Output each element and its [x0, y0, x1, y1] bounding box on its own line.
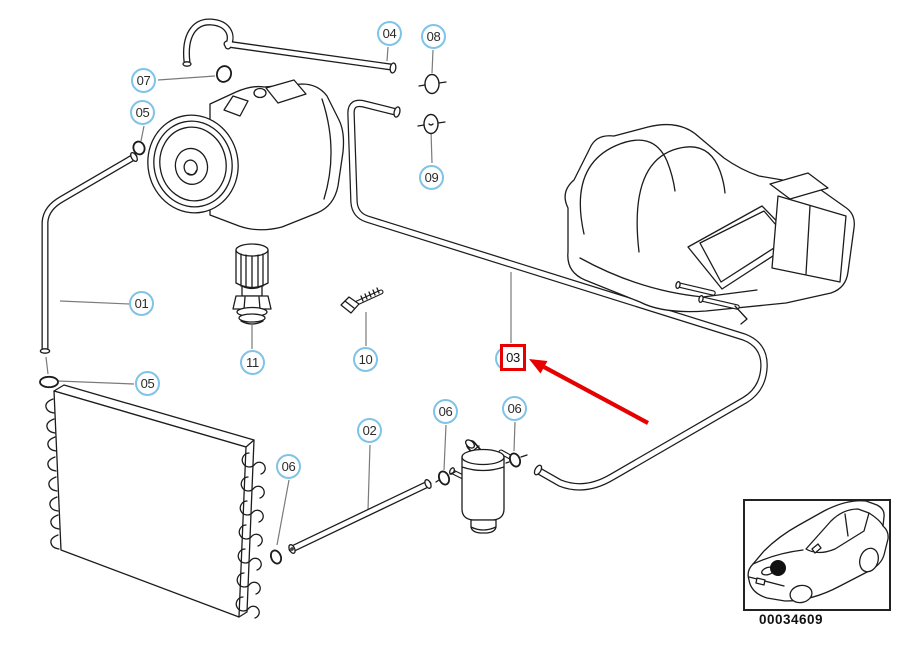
- pipe-part02: [288, 479, 432, 554]
- condenser: [45, 384, 266, 619]
- highlight-arrow: [529, 359, 649, 425]
- callout-05-lower[interactable]: 05: [135, 371, 160, 396]
- bolt-part10: [340, 287, 384, 314]
- car-location-thumbnail: [743, 499, 891, 611]
- receiver-drier: [449, 439, 515, 534]
- callout-07[interactable]: 07: [131, 68, 156, 93]
- hose-part03-highlighted-part: [347, 99, 768, 491]
- diagram-code: 00034609: [759, 612, 824, 627]
- oring-06-right: [505, 452, 528, 468]
- callout-11[interactable]: 11: [240, 350, 265, 375]
- oring-09: [417, 113, 446, 135]
- location-dot: [770, 560, 786, 576]
- service-valve-part11: [232, 243, 272, 325]
- callout-04[interactable]: 04: [377, 21, 402, 46]
- callout-06-right[interactable]: 06: [502, 396, 527, 421]
- callout-05-upper[interactable]: 05: [130, 100, 155, 125]
- oring-05-lower: [39, 375, 59, 389]
- callout-10[interactable]: 10: [353, 347, 378, 372]
- callout-06-mid[interactable]: 06: [433, 399, 458, 424]
- oring-08: [418, 73, 447, 95]
- callout-08[interactable]: 08: [421, 24, 446, 49]
- oring-06-mid: [435, 470, 456, 486]
- leader-lines: [45, 46, 516, 546]
- oring-05-upper: [132, 140, 146, 156]
- oring-07: [215, 65, 233, 83]
- callout-02[interactable]: 02: [357, 418, 382, 443]
- callout-09[interactable]: 09: [419, 165, 444, 190]
- intake-manifold: [564, 123, 855, 325]
- callout-06-left[interactable]: 06: [276, 454, 301, 479]
- callout-01[interactable]: 01: [129, 291, 154, 316]
- ac-compressor: [147, 79, 345, 231]
- callout-03-highlighted[interactable]: 03: [500, 344, 526, 371]
- hose-part04: [182, 18, 397, 74]
- suction-hose-part01: [39, 151, 138, 354]
- oring-06-left: [269, 549, 283, 565]
